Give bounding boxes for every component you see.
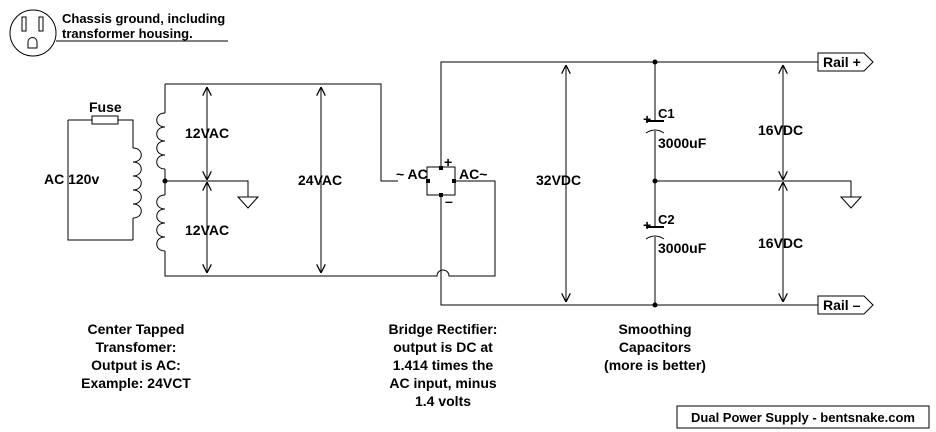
cap-c1-polarity: +	[643, 111, 651, 127]
cap-c1-name: C1	[658, 106, 675, 121]
caption-capacitors-line-2: Capacitors	[619, 339, 692, 355]
chassis-note-line-1: Chassis ground, including	[62, 11, 225, 26]
center-tap-node	[162, 178, 168, 184]
ground-icon-dc-center	[839, 196, 863, 209]
caption-rectifier-line-3: 1.414 times the	[393, 357, 494, 373]
rectifier-ac-left-label: ~ AC	[396, 166, 428, 182]
rectifier-ac-right-label: AC~	[459, 166, 487, 182]
caption-capacitors-line-3: (more is better)	[604, 357, 706, 373]
caption-transformer-line-4: Example: 24VCT	[81, 375, 191, 391]
footer-title-box	[676, 405, 930, 429]
rail-plus-tag	[817, 52, 874, 72]
dc-total-label: 32VDC	[536, 172, 581, 188]
secondary-lower-label: 12VAC	[185, 222, 229, 238]
caption-rectifier-line-4: AC input, minus	[389, 375, 497, 391]
primary-circuit-wires	[67, 119, 134, 241]
transformer-secondary-lower-coil-icon	[156, 194, 166, 252]
secondary-upper-label: 12VAC	[185, 125, 229, 141]
capacitor-c2-icon	[645, 226, 665, 240]
cap-c2-polarity: +	[643, 217, 651, 233]
capacitor-c1-icon	[645, 120, 665, 134]
rectifier-plus-label: +	[444, 154, 452, 170]
fuse-icon	[91, 115, 119, 125]
transformer-secondary-upper-coil-icon	[156, 112, 166, 170]
transformer-primary-coil-icon	[132, 147, 142, 219]
rectifier-ac-right-pin	[452, 179, 456, 183]
caption-rectifier-line-5: 1.4 volts	[415, 393, 471, 409]
bridge-rectifier-icon	[426, 166, 456, 196]
rectifier-minus-label: –	[445, 193, 453, 209]
fuse-label: Fuse	[89, 99, 122, 115]
rectifier-minus-pin	[439, 193, 443, 197]
caption-rectifier-line-1: Bridge Rectifier:	[389, 321, 498, 337]
chassis-note-line-2: transformer housing.	[62, 26, 193, 41]
caption-transformer-line-3: Output is AC:	[91, 357, 181, 373]
dc-upper-label: 16VDC	[758, 122, 803, 138]
rail-plus-node	[652, 59, 658, 65]
caption-transformer-line-1: Center Tapped	[88, 321, 185, 337]
caption-transformer: Center Tapped Transfomer: Output is AC: …	[81, 321, 191, 391]
caption-rectifier: Bridge Rectifier: output is DC at 1.414 …	[389, 321, 498, 409]
rail-plus-label: Rail +	[823, 54, 861, 70]
rectifier-plus-pin	[439, 166, 443, 170]
cap-c1-value: 3000uF	[658, 135, 707, 151]
rail-minus-label: Rail –	[823, 297, 861, 313]
chassis-ground-outlet-icon	[9, 9, 57, 57]
secondary-total-label: 24VAC	[298, 172, 342, 188]
dc-lower-label: 16VDC	[758, 235, 803, 251]
rail-minus-node	[652, 302, 658, 308]
caption-rectifier-line-2: output is DC at	[393, 339, 493, 355]
ac-input-label: AC 120v	[44, 171, 99, 187]
dc-center-node	[652, 178, 658, 184]
cap-c2-name: C2	[658, 212, 675, 227]
rail-minus-tag	[817, 295, 874, 315]
secondary-circuit-wires	[164, 83, 496, 277]
caption-capacitors: Smoothing Capacitors (more is better)	[604, 321, 706, 373]
caption-capacitors-line-1: Smoothing	[618, 321, 691, 337]
caption-transformer-line-2: Transfomer:	[96, 339, 177, 355]
ground-icon-center-tap	[236, 196, 260, 209]
footer-title: Dual Power Supply - bentsnake.com	[691, 410, 915, 425]
cap-c2-value: 3000uF	[658, 240, 707, 256]
dc-rail-wires	[440, 61, 852, 306]
rectifier-ac-left-pin	[426, 179, 430, 183]
